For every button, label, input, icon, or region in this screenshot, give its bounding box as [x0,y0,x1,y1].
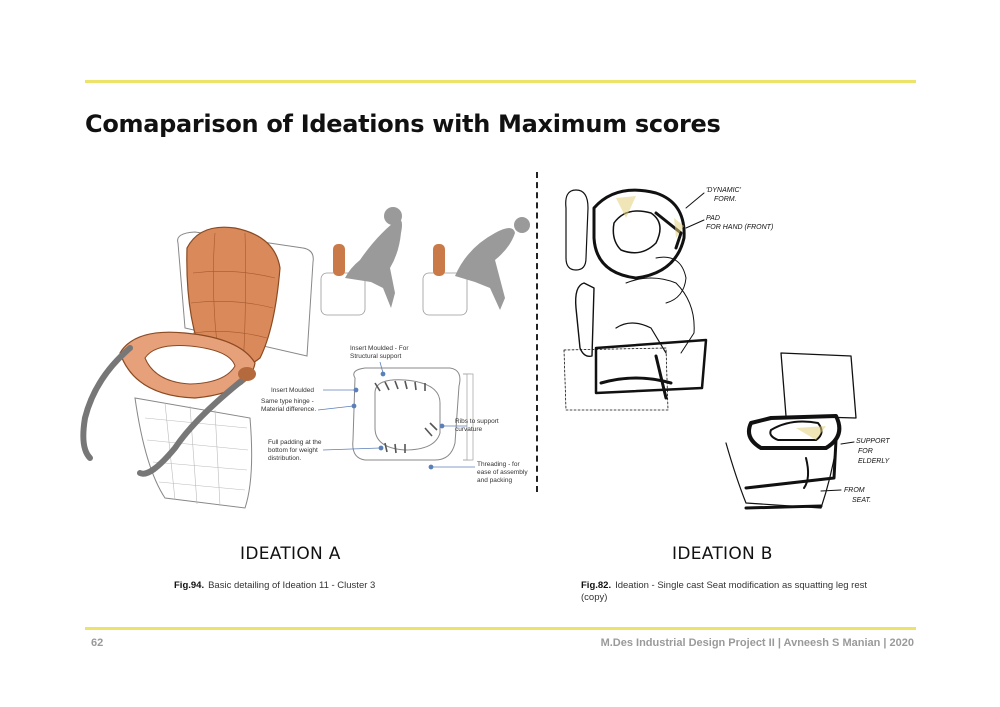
annotation-padding-2: bottom for weight [268,447,318,454]
annotation-hinge-2: Material difference. [261,406,316,413]
bottom-rule [85,627,916,630]
annotation-from-2: SEAT. [852,497,871,504]
fig-label-b: Fig.82. [581,580,612,591]
annotation-support-3: ELDERLY [858,458,891,465]
annotation-insert-moulded: Insert Moulded [271,387,314,394]
annotation-padding-3: distribution. [268,455,301,462]
caption-text-b: Ideation - Single cast Seat modification… [581,580,867,603]
annotation-insert-moulded-structural-2: Structural support [350,353,401,360]
annotation-pad: PAD [706,215,720,222]
ideation-a-figure: Insert Moulded - For Structural support … [80,207,530,509]
annotation-support: SUPPORT [856,438,890,445]
annotation-threading-2: ease of assembly [477,469,528,476]
ideation-b-caption: Fig.82.Ideation - Single cast Seat modif… [581,580,881,604]
top-rule [85,80,916,83]
annotation-pad-2: FOR HAND (FRONT) [706,224,773,231]
footer-text: M.Des Industrial Design Project II | Avn… [600,637,914,649]
annotation-ribs-2: curvature [455,426,482,433]
annotation-threading-3: and packing [477,477,512,484]
page-number: 62 [91,637,104,649]
ideation-a-heading: IDEATION A [240,544,341,564]
annotation-support-2: FOR [858,448,873,455]
dashed-divider [536,172,538,492]
annotation-hinge: Same type hinge - [261,398,314,405]
caption-text-a: Basic detailing of Ideation 11 - Cluster… [208,580,376,591]
ideation-b-heading: IDEATION B [672,544,773,564]
annotation-dynamic-form-2: FORM. [714,196,737,203]
annotation-insert-moulded-structural: Insert Moulded - For [350,345,409,352]
fig-label-a: Fig.94. [174,580,205,591]
annotation-ribs: Ribs to support [455,418,499,425]
annotation-padding: Full padding at the [268,439,322,446]
ideation-b-figure: 'DYNAMIC' FORM. PAD FOR HAND (FRONT) SUP… [563,187,891,510]
annotation-dynamic-form: 'DYNAMIC' [706,187,742,194]
ideation-a-caption: Fig.94.Basic detailing of Ideation 11 - … [174,580,375,592]
annotation-threading: Threading - for [477,461,520,468]
page-title: Comaparison of Ideations with Maximum sc… [85,110,721,138]
annotation-from: FROM [844,487,865,494]
